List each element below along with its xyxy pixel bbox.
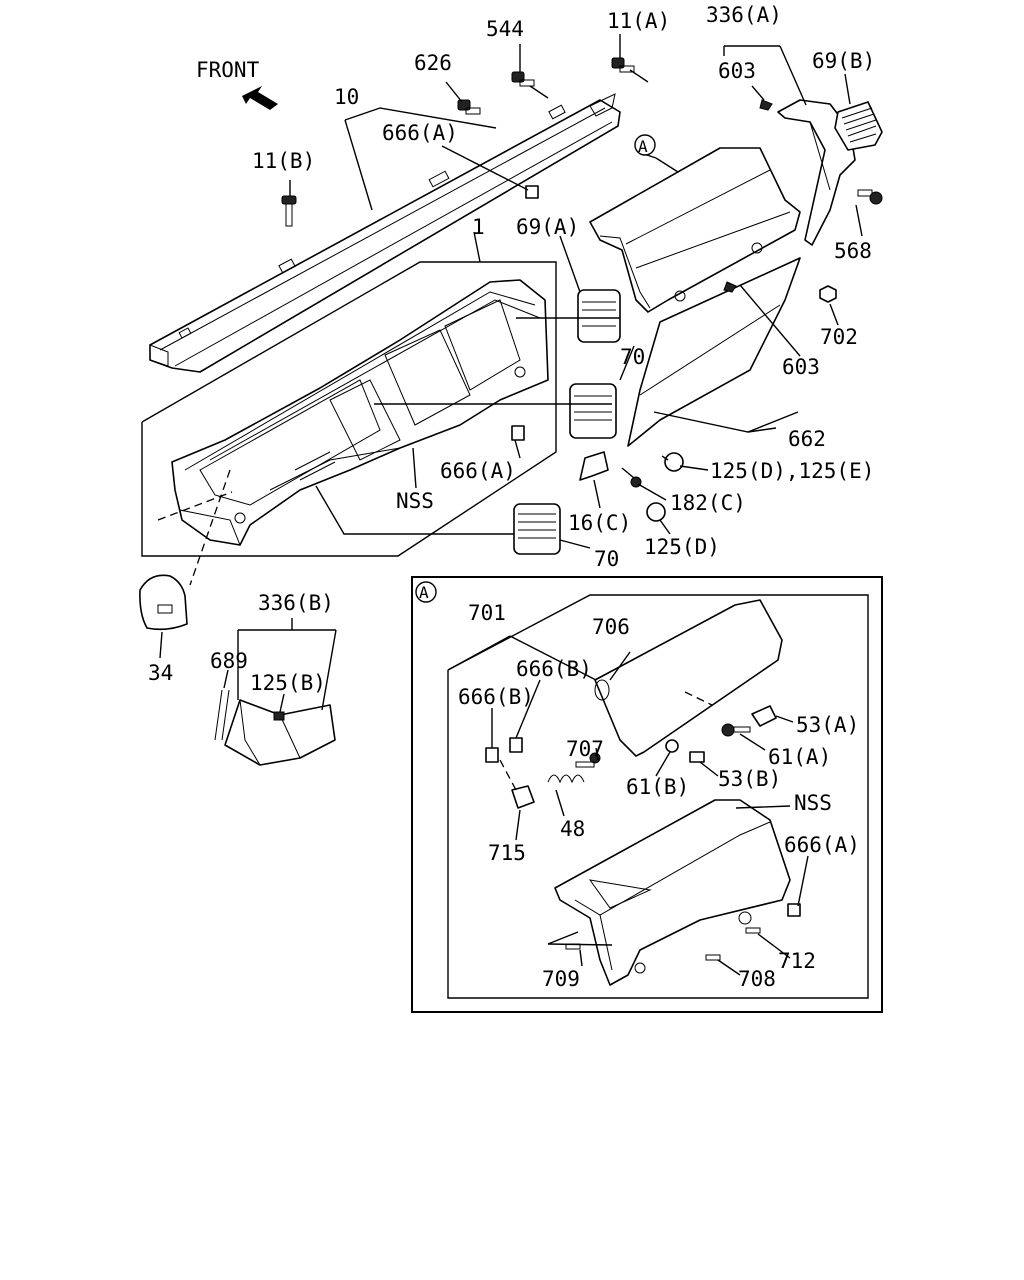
label-666a-middle: 666(A) [440,459,516,483]
label-53b: 53(B) [718,767,781,791]
label-53a: 53(A) [796,713,859,737]
upper-panel-10 [149,93,621,373]
label-70-lower: 70 [594,547,619,571]
label-715: 715 [488,841,526,865]
label-603-top: 603 [718,59,756,83]
label-712: 712 [778,949,816,973]
nut-702-icon [819,285,837,303]
label-702: 702 [820,325,858,349]
label-626: 626 [414,51,452,75]
callout-circle-a: A [634,134,656,156]
label-48: 48 [560,817,585,841]
label-16c: 16(C) [568,511,631,535]
label-125b: 125(B) [250,671,326,695]
label-nss-inset: NSS [794,791,832,815]
label-708: 708 [738,967,776,991]
clip-666a-mid-icon [511,425,525,441]
label-336b: 336(B) [258,591,334,615]
label-69b: 69(B) [812,49,875,73]
label-662: 662 [788,427,826,451]
label-603-middle: 603 [782,355,820,379]
bolt-544-icon [511,71,535,87]
callout-a-letter: A [638,137,648,156]
label-666b-lower: 666(B) [458,685,534,709]
inset-detail-a: A [411,576,883,1013]
fastener-125de-icon [661,452,684,472]
side-trim-336a [777,99,856,246]
clip-603-mid-icon [723,281,737,293]
fastener-125b-icon [273,711,285,721]
vent-69b [834,101,883,151]
label-61a: 61(A) [768,745,831,769]
bolt-11b-icon [281,195,297,227]
vent-70-lower [513,503,561,555]
part-labels-top: 10 11(A) 11(B) 336(A) 544 626 666(A) 603… [148,3,875,695]
label-34: 34 [148,661,173,685]
screw-712-icon [745,927,761,934]
clip-666b-left-icon [485,747,499,763]
label-125de: 125(D),125(E) [710,459,874,483]
inset-box-nss [554,799,791,986]
cover-34 [139,574,188,631]
label-689: 689 [210,649,248,673]
clip-16c-icon [579,451,609,481]
label-nss-middle: NSS [396,489,434,513]
instrument-panel-1 [171,279,549,546]
label-336a: 336(A) [706,3,782,27]
label-709: 709 [542,967,580,991]
label-61b: 61(B) [626,775,689,799]
label-666b-upper: 666(B) [516,657,592,681]
spring-48-icon [547,774,585,784]
lower-trim-336b [214,689,336,766]
clip-666a-top-icon [525,185,539,199]
label-568: 568 [834,239,872,263]
label-544: 544 [486,17,524,41]
label-182c: 182(C) [670,491,746,515]
bolt-568-icon [857,189,883,205]
label-69a: 69(A) [516,215,579,239]
latch-715-icon [511,785,535,809]
screw-61a-icon [721,723,751,737]
front-arrow-icon [242,86,278,110]
label-1: 1 [472,215,485,239]
clip-603-top-icon [759,99,773,111]
fastener-125d-icon [646,502,666,522]
leader-lines-top [289,34,863,549]
glovebox-assembly [589,147,801,313]
clip-666b-right-icon [509,737,523,753]
bolt-11a-icon [611,57,635,73]
label-10: 10 [334,85,359,109]
label-707: 707 [566,737,604,761]
vent-70-middle [569,383,617,439]
striker-53a-icon [751,705,777,727]
inset-lid-706 [594,599,783,757]
fasteners-top [273,57,883,721]
label-125d: 125(D) [644,535,720,559]
inset-tag: A [419,583,429,602]
label-666a-inset: 666(A) [784,833,860,857]
label-701: 701 [468,601,506,625]
screw-61b-icon [665,739,679,753]
clip-666a-inset-icon [787,903,801,917]
label-70-middle: 70 [620,345,645,369]
front-direction-indicator: FRONT [196,58,278,110]
bracket-53b-icon [689,751,705,763]
bolt-626-icon [457,99,481,115]
vent-69a [577,289,621,343]
label-11b: 11(B) [252,149,315,173]
label-666a-top: 666(A) [382,121,458,145]
dashboard-frame [141,261,557,586]
leader-lines-lower-left [159,618,337,713]
label-11a: 11(A) [607,9,670,33]
screw-708-icon [705,954,721,961]
label-706: 706 [592,615,630,639]
front-label: FRONT [196,58,260,82]
